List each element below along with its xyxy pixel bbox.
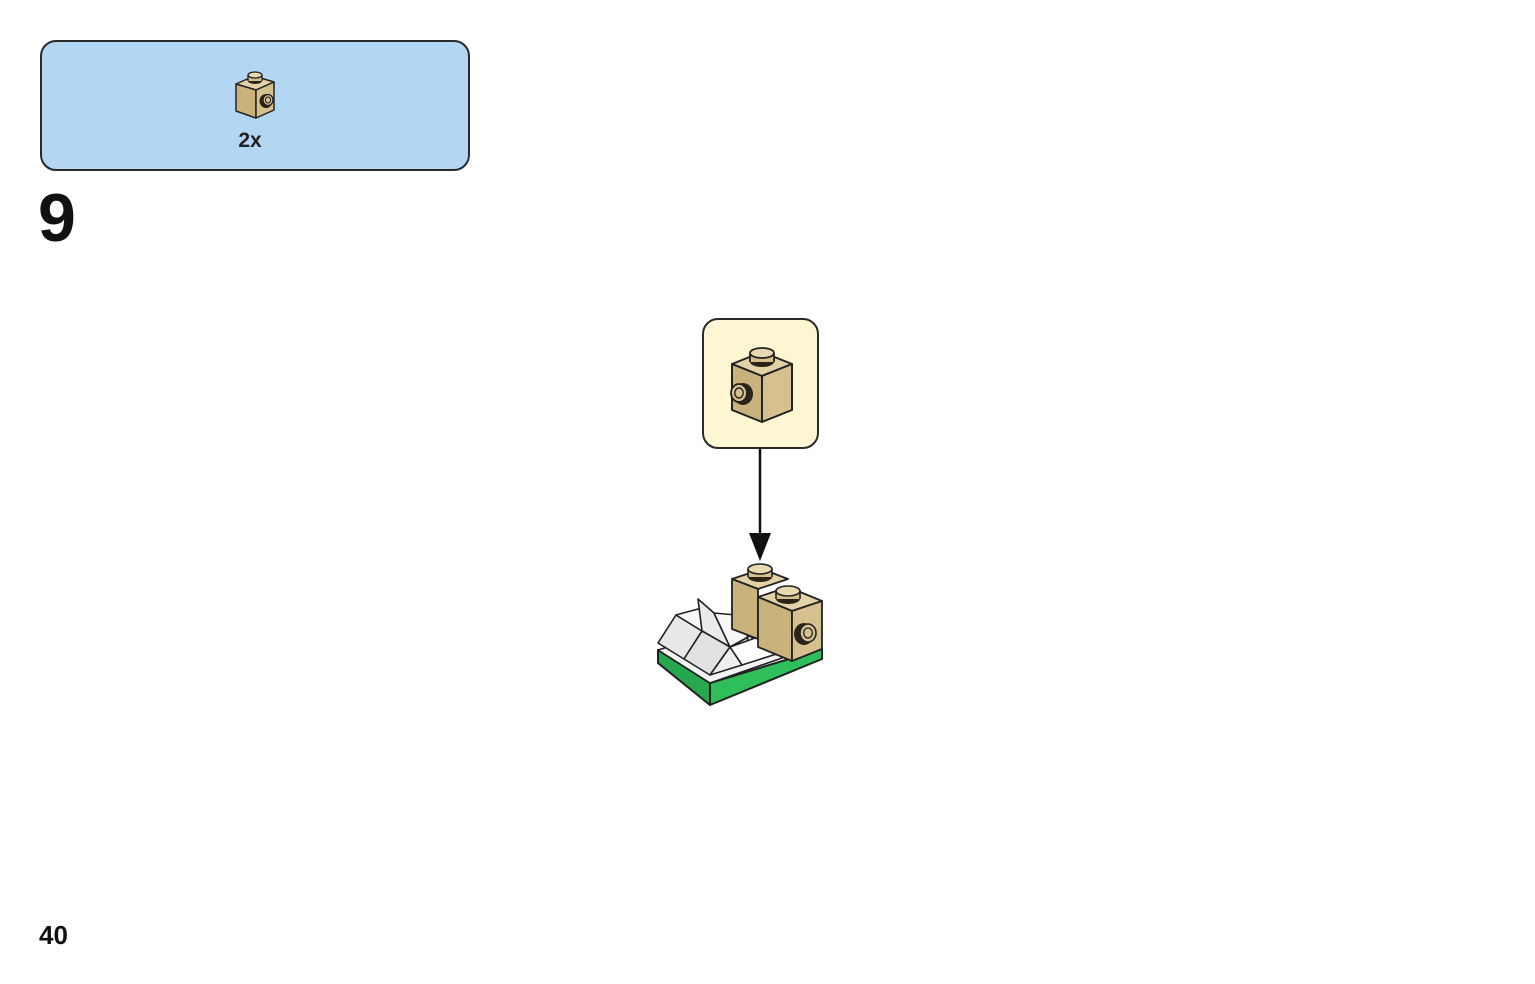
down-arrow-icon (749, 449, 771, 561)
parts-list-box: 2x (40, 40, 470, 171)
part-callout-box (702, 318, 819, 449)
model-assembly-illustration (657, 563, 823, 706)
page-number: 40 (39, 920, 68, 950)
tan-1x1-brick-with-side-stud-icon (235, 71, 275, 119)
step-number: 9 (38, 180, 76, 256)
part-quantity-label: 2x (238, 129, 262, 152)
tan-1x1-brick-with-side-stud-icon (730, 347, 793, 423)
